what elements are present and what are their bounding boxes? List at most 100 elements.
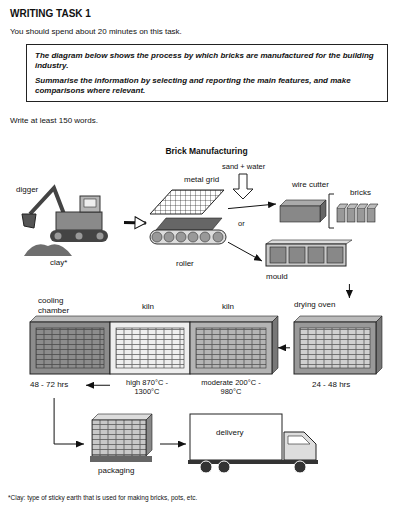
kiln-side [272, 316, 278, 374]
clay-slab-side [320, 200, 326, 222]
digger-track [50, 230, 108, 242]
prompt-text: Summarise the information by selecting a… [35, 76, 379, 95]
stage-note: high 870°C - 1300°C [114, 378, 180, 396]
brick-tops [337, 204, 378, 208]
stage-note: 48 - 72 hrs [30, 380, 68, 390]
truck-wheel [294, 461, 306, 473]
stage-note: bricks [350, 188, 371, 198]
brick [347, 208, 355, 222]
flow-arrow [160, 444, 186, 445]
drying-stage: drying oven 24 - 48 hrs [290, 298, 380, 392]
brick-pack [92, 420, 146, 456]
kiln-stage: kiln high 870°C - 1300°C [110, 300, 190, 398]
grid-stage: metal gridroller [146, 175, 228, 271]
flow-arrow [124, 221, 146, 225]
roller-wheel [200, 232, 210, 242]
flow-arrow [228, 242, 262, 261]
mould-cell [308, 247, 324, 263]
track-wheel [55, 233, 62, 240]
track-wheel [76, 233, 83, 240]
pack-side [146, 414, 152, 456]
digger-cab [80, 196, 100, 212]
track-wheel [97, 233, 104, 240]
footnote: *Clay: type of sticky earth that is used… [8, 494, 197, 502]
roller-wheel [152, 232, 162, 242]
stage-label: kiln [222, 302, 234, 312]
pallet [90, 456, 152, 462]
prompt-text: The diagram below shows the process by w… [35, 51, 379, 70]
digging-stage: digger clay* [14, 175, 124, 270]
wire-frame [329, 194, 334, 228]
stage-note: roller [176, 259, 194, 269]
roller-wheel [213, 232, 223, 242]
brick [337, 208, 345, 222]
stage-label: delivery [216, 428, 244, 438]
truck-wheel [200, 461, 212, 473]
stage-label: packaging [98, 466, 134, 476]
stage-note: moderate 200°C - 980°C [200, 378, 262, 396]
stage-label: kiln [142, 302, 154, 312]
conveyor [150, 230, 226, 244]
cutter-stage: wire cutter bricks [276, 180, 380, 228]
clay-strip [156, 218, 222, 230]
clay-slab [280, 206, 320, 222]
mould-cell [270, 247, 286, 263]
truck-cab [284, 432, 316, 460]
clay-slab-top [280, 200, 326, 206]
roller-wheel [176, 232, 186, 242]
drying-oven [294, 322, 376, 374]
brick [367, 208, 375, 222]
task-prompt-box: The diagram below shows the process by w… [26, 44, 388, 102]
brick-stack [196, 328, 266, 368]
truck-window [288, 436, 310, 444]
input-label: sand + water [222, 162, 265, 171]
brick-stack [36, 328, 104, 368]
brick-stack [116, 328, 184, 368]
stage-note: 24 - 48 hrs [312, 380, 350, 390]
brick-stack [300, 328, 370, 368]
mould-top [266, 240, 352, 244]
word-count-note: Write at least 150 words. [10, 116, 98, 126]
stage-label: digger [16, 185, 38, 195]
roller-wheel [188, 232, 198, 242]
mould-cell [327, 247, 343, 263]
truck-container [190, 414, 282, 460]
flow-arrow [349, 284, 350, 298]
mould-tray [266, 244, 346, 266]
task-heading: WRITING TASK 1 [10, 8, 91, 20]
brick [357, 208, 365, 222]
kiln-high [110, 322, 190, 374]
mould-cell [289, 247, 305, 263]
flow-arrow [278, 347, 290, 348]
stage-label: mould [266, 272, 288, 282]
roller-wheel [164, 232, 174, 242]
oven-top [294, 316, 382, 322]
input-arrow [233, 174, 253, 199]
instruction-note: You should spend about 20 minutes on thi… [10, 27, 182, 37]
cooling-chamber [30, 322, 110, 374]
stage-note: clay* [50, 258, 67, 268]
clay-pile [24, 244, 72, 256]
stage-label: wire cutter [292, 180, 329, 190]
cooling-stage: cooling chamber 48 - 72 hrs [28, 296, 86, 398]
flow-arrow [86, 385, 110, 386]
kiln-stage: kiln moderate 200°C - 980°C [192, 300, 278, 398]
kiln-top [30, 316, 278, 322]
stage-label: cooling chamber [38, 296, 84, 315]
oven-side [376, 316, 382, 374]
pack-top [92, 414, 152, 420]
stage-label: drying oven [294, 300, 335, 310]
choice-label: or [238, 219, 245, 228]
diagram-title: Brick Manufacturing [0, 146, 413, 156]
flow-arrow [228, 204, 276, 209]
digger-window [84, 199, 96, 207]
brick-stack [300, 328, 370, 368]
brick-pack [92, 420, 146, 456]
digger-body [56, 212, 102, 230]
digger-bucket [22, 214, 36, 228]
metal-grid [150, 190, 224, 214]
flow-arrow [54, 398, 84, 444]
mould-stage: mould [262, 238, 356, 284]
delivery-stage: delivery [186, 412, 320, 480]
kiln-moderate [190, 322, 272, 374]
